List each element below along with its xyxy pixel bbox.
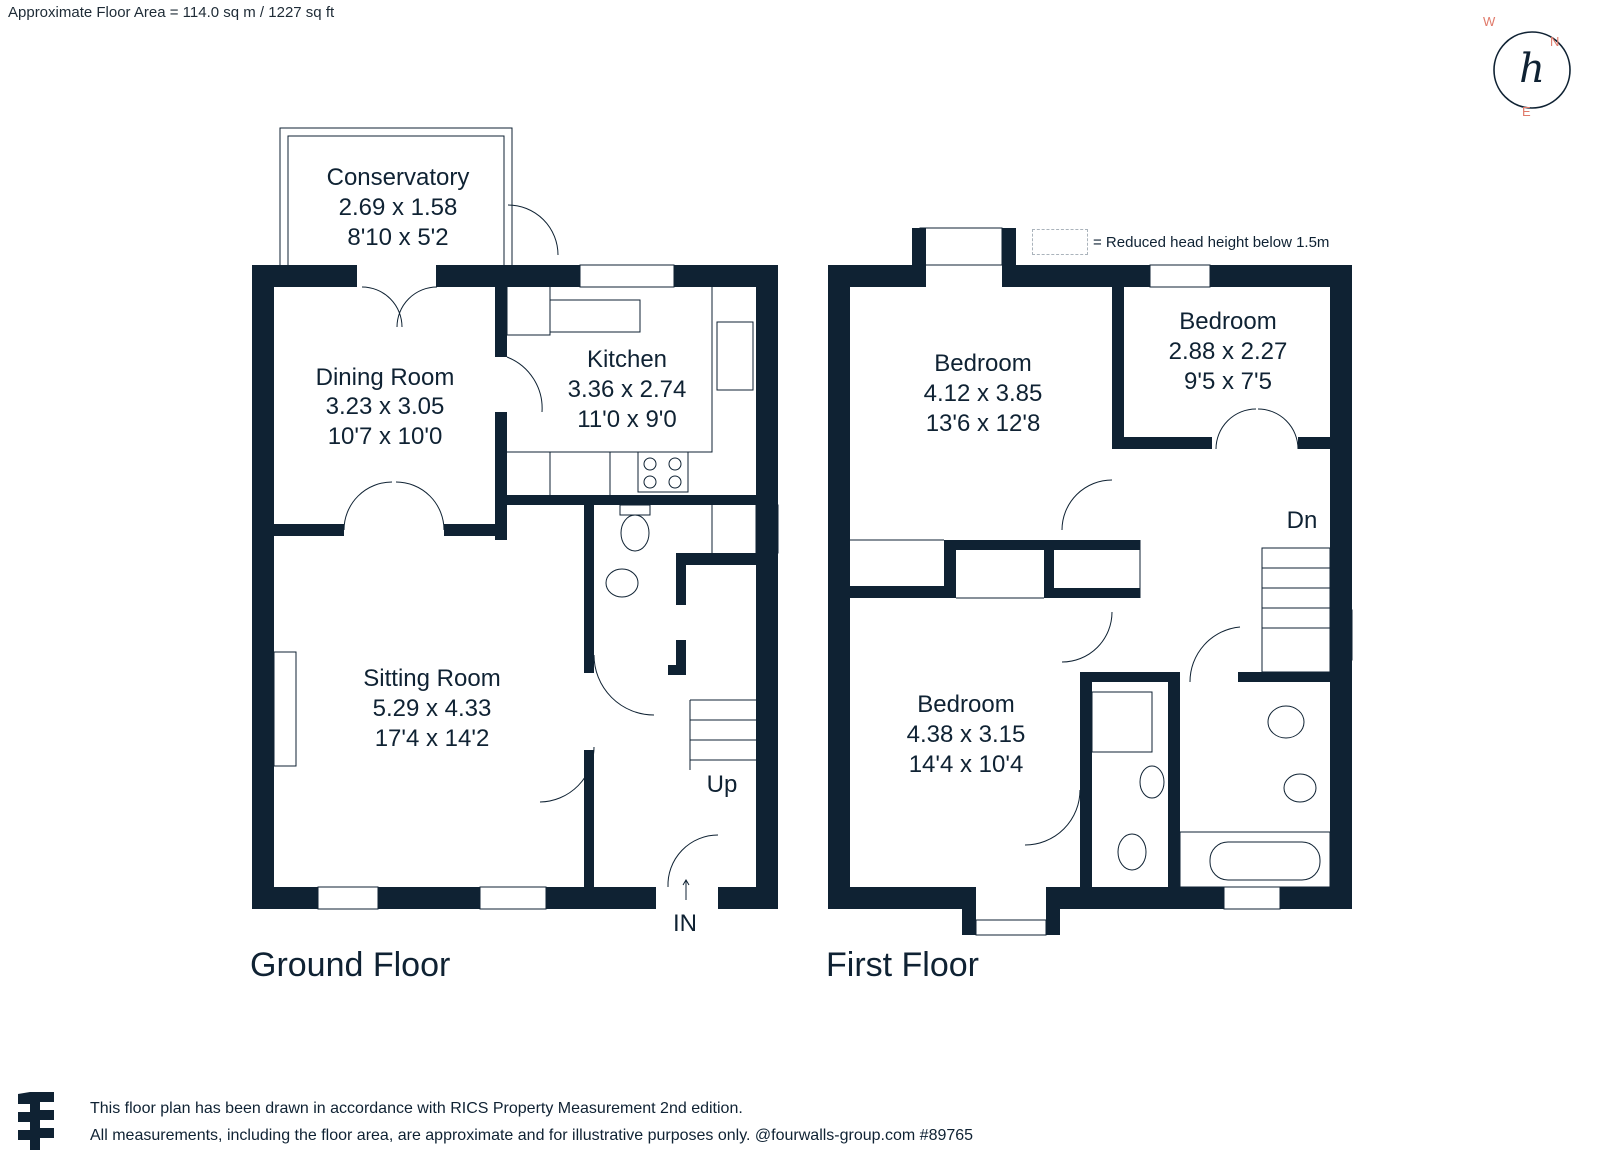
bedroom-1-imperial: 13'6 x 12'8 (926, 410, 1041, 437)
ground-floor-fixtures (273, 127, 779, 910)
kitchen-name: Kitchen (587, 346, 667, 373)
conservatory-name: Conservatory (327, 164, 470, 191)
compass-north: N (1550, 34, 1559, 49)
reduced-height-legend-swatch (1032, 229, 1088, 255)
footer-disclaimer: All measurements, including the floor ar… (90, 1127, 974, 1144)
bedroom-3-name: Bedroom (917, 691, 1014, 718)
sitting-room-imperial: 17'4 x 14'2 (375, 725, 490, 752)
fourwalls-logo-icon (18, 1092, 54, 1150)
bedroom-2-metric: 2.88 x 2.27 (1169, 338, 1288, 365)
compass-logo-icon: h W N S E (1483, 14, 1571, 119)
stairs-up-label: Up (707, 771, 738, 798)
kitchen-metric: 3.36 x 2.74 (568, 376, 687, 403)
first-floor-title: First Floor (826, 946, 979, 984)
dining-room-metric: 3.23 x 3.05 (326, 393, 445, 420)
entry-label: IN (673, 910, 697, 937)
conservatory-metric: 2.69 x 1.58 (339, 194, 458, 221)
logo-glyph: h (1519, 46, 1545, 92)
bedroom-3-imperial: 14'4 x 10'4 (909, 751, 1024, 778)
compass-west: W (1483, 14, 1496, 29)
compass-east: E (1522, 104, 1531, 119)
floor-area-text: Approximate Floor Area = 114.0 sq m / 12… (8, 4, 335, 21)
ground-floor-title: Ground Floor (250, 946, 451, 984)
bedroom-2-name: Bedroom (1179, 308, 1276, 335)
bedroom-1-name: Bedroom (934, 350, 1031, 377)
bedroom-3-metric: 4.38 x 3.15 (907, 721, 1026, 748)
dining-room-name: Dining Room (316, 364, 455, 391)
footer-rics-note: This floor plan has been drawn in accord… (90, 1100, 743, 1117)
bedroom-2-imperial: 9'5 x 7'5 (1184, 368, 1272, 395)
sitting-room-name: Sitting Room (363, 665, 500, 692)
ground-floor-walls (252, 265, 778, 909)
sitting-room-metric: 5.29 x 4.33 (373, 695, 492, 722)
kitchen-imperial: 11'0 x 9'0 (577, 406, 676, 433)
bedroom-1-metric: 4.12 x 3.85 (924, 380, 1043, 407)
dining-room-imperial: 10'7 x 10'0 (328, 423, 443, 450)
first-floor-walls (828, 228, 1352, 935)
first-floor-fixtures (850, 227, 1353, 936)
conservatory-imperial: 8'10 x 5'2 (347, 224, 448, 251)
stairs-down-label: Dn (1287, 507, 1318, 534)
reduced-height-legend-text: = Reduced head height below 1.5m (1093, 234, 1330, 251)
